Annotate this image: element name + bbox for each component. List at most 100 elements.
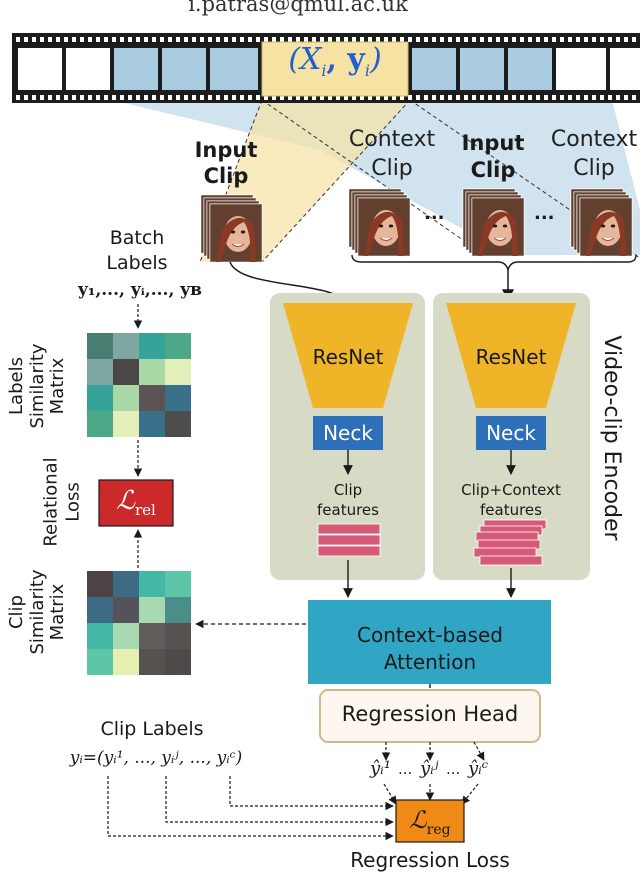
matrix-cell [165,597,191,623]
sprocket-hole [600,37,604,42]
sprocket-hole [80,37,84,42]
matrix-cell [165,359,191,385]
prediction-1: ŷᵢ¹ [370,758,392,779]
matrix-cell [87,359,113,385]
sprocket-hole [224,37,228,42]
sprocket-hole [608,37,612,42]
neck-block-2: Neck [476,416,546,450]
sprocket-hole [504,37,508,42]
sprocket-hole [192,95,196,100]
sprocket-hole [32,37,36,42]
matrix-cell [87,623,113,649]
film-clip-label: (Xi, yi) [288,42,382,80]
matrix-cell [139,623,165,649]
sprocket-hole [368,37,372,42]
resnet-label-2: ResNet [475,345,547,369]
sprocket-hole [464,37,468,42]
sprocket-hole [240,37,244,42]
sprocket-hole [544,95,548,100]
encoder-label: Video-clip Encoder [599,335,624,541]
prediction-c: ŷᵢᶜ [468,758,489,779]
sprocket-hole [560,95,564,100]
film-strip [12,33,640,103]
sprocket-hole [88,37,92,42]
prediction-ellipsis-1: ... [398,760,413,778]
sprocket-hole [368,95,372,100]
ellipsis-2: ... [534,203,555,224]
sprocket-hole [528,95,532,100]
sprocket-hole [96,37,100,42]
sprocket-hole [112,95,116,100]
sprocket-hole [440,95,444,100]
sprocket-hole [192,37,196,42]
sprocket-hole [432,95,436,100]
sprocket-hole [160,37,164,42]
clip-similarity-matrix [87,571,191,675]
sprocket-hole [520,95,524,100]
sprocket-hole [464,95,468,100]
regression-loss-symbol: ℒreg [409,806,451,838]
sprocket-hole [560,37,564,42]
sprocket-hole [576,95,580,100]
sprocket-hole [608,95,612,100]
sprocket-hole [552,95,556,100]
sprocket-hole [440,37,444,42]
sprocket-hole [336,37,340,42]
prediction-ellipsis-2: ... [446,760,461,778]
face-frame [579,197,633,257]
sprocket-hole [424,95,428,100]
sprocket-hole [328,37,332,42]
sprocket-hole [72,37,76,42]
resnet-label-1: ResNet [312,345,384,369]
sprocket-hole [136,95,140,100]
regression-loss-label: Regression Loss [350,848,510,872]
sprocket-hole [360,95,364,100]
sprocket-hole [320,95,324,100]
sprocket-hole [32,95,36,100]
matrix-cell [139,597,165,623]
sprocket-hole [320,37,324,42]
sprocket-hole [264,95,268,100]
sprocket-hole [248,95,252,100]
matrix-cell [113,411,139,437]
sprocket-hole [536,95,540,100]
sprocket-hole [632,37,636,42]
attention-block [308,600,551,684]
sprocket-hole [208,95,212,100]
sprocket-hole [344,95,348,100]
sprocket-hole [456,37,460,42]
sprocket-hole [48,37,52,42]
matrix-cell [139,359,165,385]
sprocket-hole [40,37,44,42]
sprocket-hole [144,95,148,100]
sprocket-hole [416,95,420,100]
sprocket-hole [480,95,484,100]
relational-loss-box [98,479,174,527]
sprocket-hole [96,95,100,100]
sprocket-hole [512,37,516,42]
matrix-cell [165,623,191,649]
sprocket-hole [152,37,156,42]
sprocket-hole [24,37,28,42]
sprocket-hole [128,95,132,100]
sprocket-hole [568,95,572,100]
sprocket-hole [496,37,500,42]
sprocket-hole [568,37,572,42]
sprocket-hole [336,95,340,100]
sprocket-hole [120,37,124,42]
matrix-cell [87,411,113,437]
sprocket-hole [64,95,68,100]
sprocket-hole [160,95,164,100]
sprocket-hole [512,95,516,100]
sprocket-hole [376,95,380,100]
sprocket-hole [104,95,108,100]
sprocket-hole [272,95,276,100]
sprocket-hole [552,37,556,42]
sprocket-hole [344,37,348,42]
sprocket-hole [128,37,132,42]
sprocket-hole [296,95,300,100]
